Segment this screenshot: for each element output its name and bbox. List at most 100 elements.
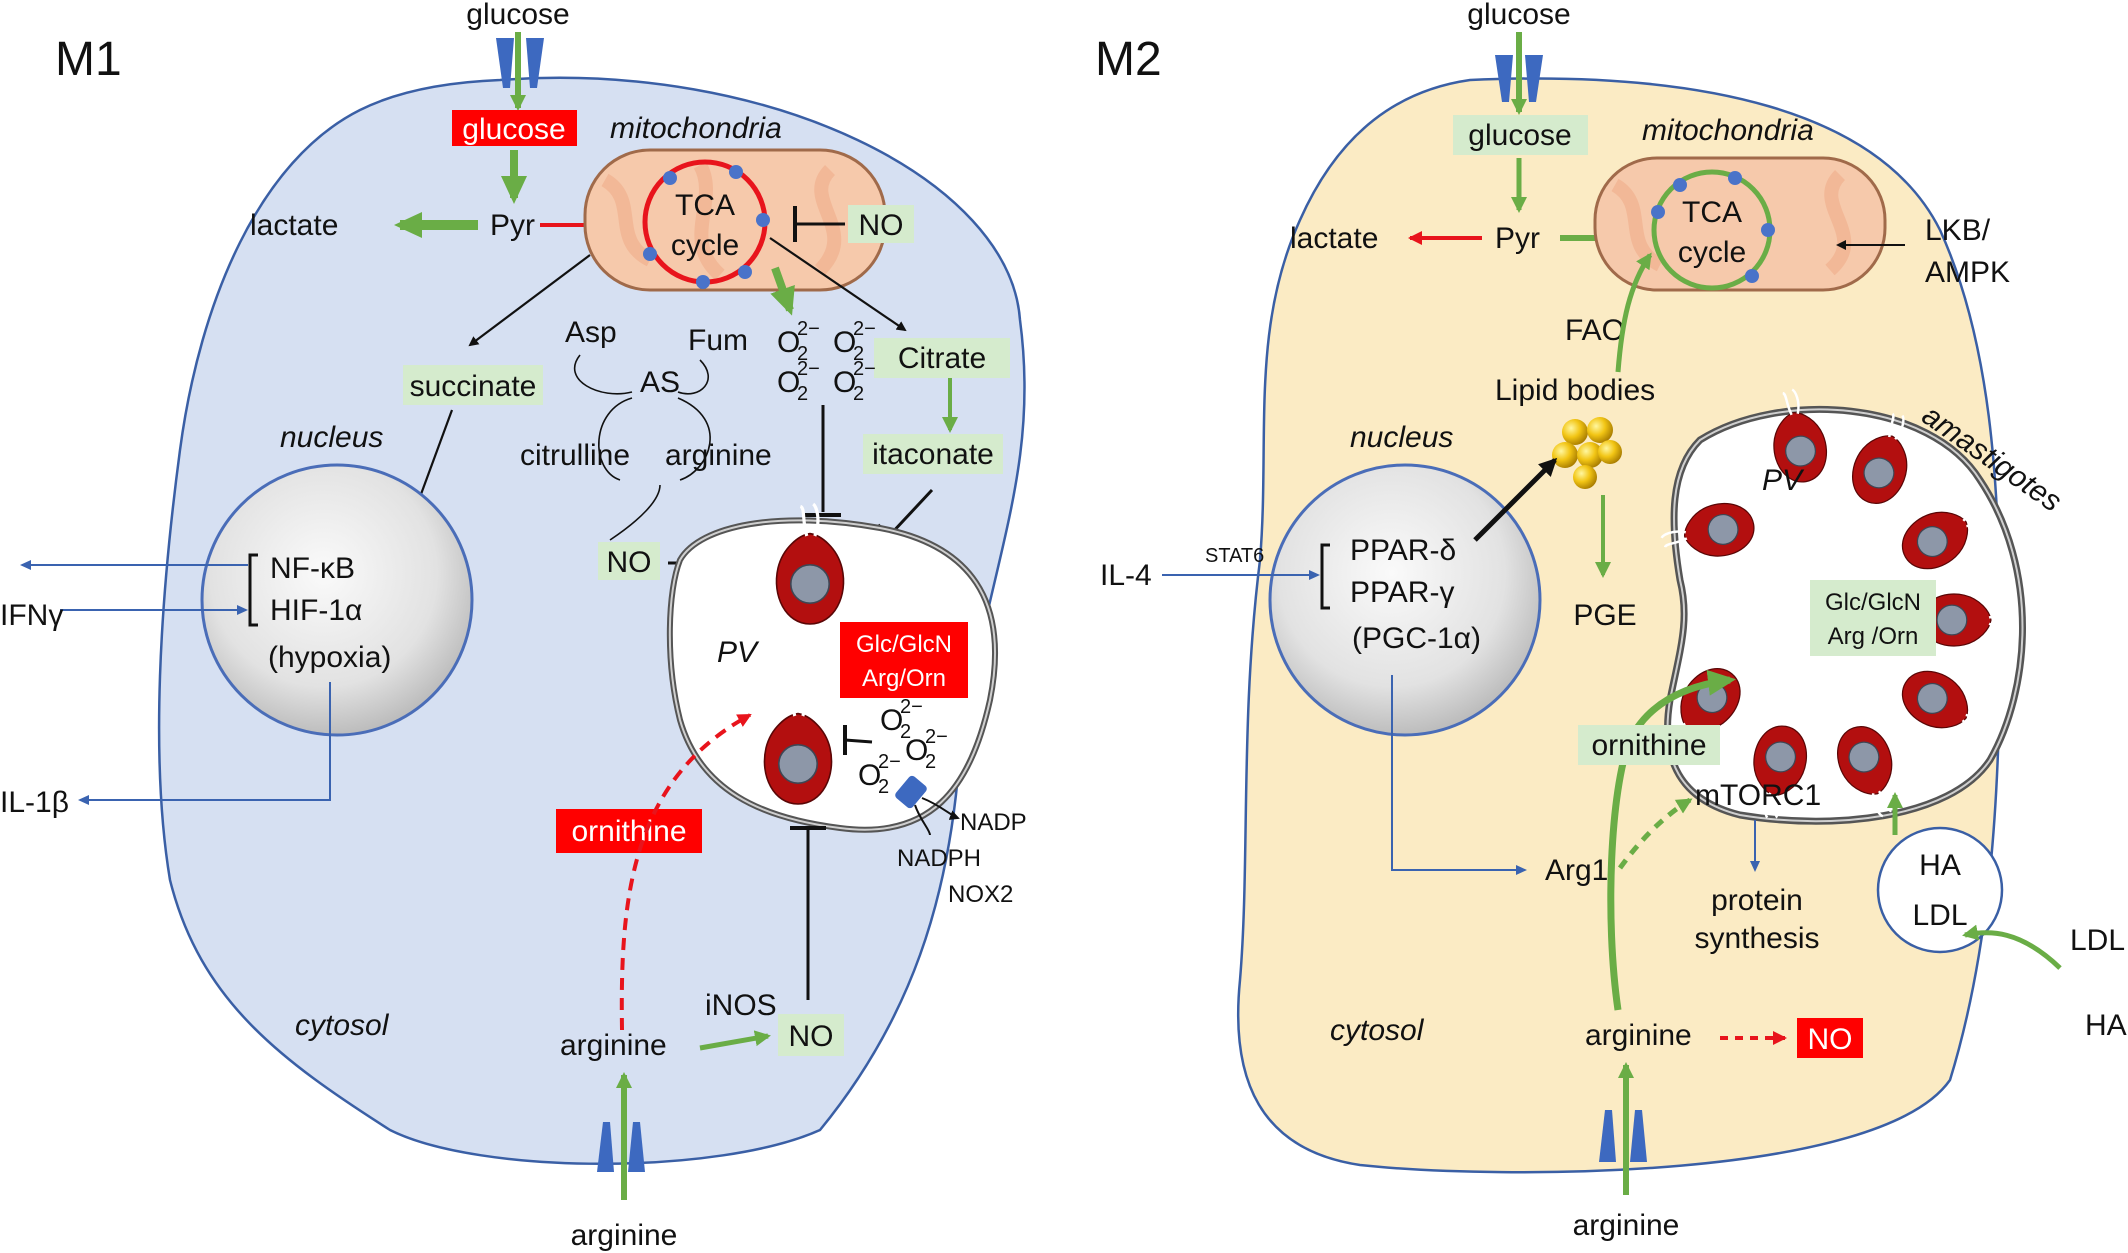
m1-itaconate: itaconate (872, 438, 994, 471)
svg-text:2: 2 (853, 383, 864, 405)
m1-hif: HIF-1α (270, 594, 362, 627)
m2-ha-out: HA (2085, 1009, 2127, 1042)
m2-mitochondria-label: mitochondria (1642, 114, 1814, 147)
m1-pv-label: PV (717, 636, 760, 669)
svg-text:O: O (880, 704, 903, 737)
m2-panel: M2 glucose glucose lactate Pyr mitochond… (1095, 0, 2127, 1242)
svg-text:2−: 2− (797, 358, 820, 380)
m1-arginine-transporter-icon (597, 1122, 645, 1172)
m2-lkb-line1: LKB/ (1925, 214, 1991, 247)
m2-arg1: Arg1 (1545, 854, 1608, 887)
m2-no-red: NO (1808, 1023, 1853, 1056)
svg-text:2−: 2− (925, 726, 948, 748)
svg-text:2: 2 (797, 343, 808, 365)
svg-text:2−: 2− (853, 358, 876, 380)
m1-asp: Asp (565, 316, 617, 349)
m1-parasitophorous-vacuole (666, 517, 999, 833)
m1-nfkb: NF-κB (270, 552, 355, 585)
m2-protein-line1: protein (1711, 884, 1803, 917)
svg-text:2: 2 (925, 751, 936, 773)
m2-pgc: (PGC-1α) (1352, 622, 1481, 655)
m2-pge: PGE (1573, 599, 1636, 632)
m2-stat6: STAT6 (1205, 545, 1264, 567)
m2-ldl-out: LDL (2070, 924, 2125, 957)
m2-cytosol: cytosol (1330, 1014, 1425, 1047)
m1-glucose-outside: glucose (466, 0, 569, 31)
svg-text:O: O (833, 366, 856, 399)
m1-cytosol: cytosol (295, 1009, 390, 1042)
m1-ornithine: ornithine (571, 815, 686, 848)
m2-lipid-droplets-icon (1552, 417, 1622, 489)
m1-inos: iNOS (705, 989, 777, 1022)
m2-il4: IL-4 (1100, 559, 1152, 592)
m2-glucose-box: glucose (1468, 119, 1571, 152)
m2-title: M2 (1095, 33, 1162, 86)
m2-ldl-in: LDL (1912, 899, 1967, 932)
m2-ornithine: ornithine (1591, 729, 1706, 762)
m1-pyr: Pyr (490, 209, 535, 242)
svg-text:2: 2 (878, 776, 889, 798)
m1-il1b: IL-1β (0, 786, 69, 819)
m1-nucleus-label: nucleus (280, 421, 383, 454)
m1-mitochondria-label: mitochondria (610, 112, 782, 145)
m1-panel: M1 glucose glucose lactate Pyr mitochond… (0, 0, 1027, 1252)
m2-mitochondrion (1593, 156, 1887, 292)
m1-arginine-low: arginine (560, 1029, 667, 1062)
m1-glucose-transporter-icon (496, 38, 544, 88)
m2-fao: FAO (1565, 314, 1625, 347)
m1-mitochondrion (583, 148, 887, 292)
m2-arginine-low: arginine (1585, 1019, 1692, 1052)
m2-protein-line2: synthesis (1694, 922, 1819, 955)
svg-text:O: O (905, 734, 928, 767)
svg-text:O: O (858, 759, 881, 792)
m2-tca-line1: TCA (1682, 196, 1742, 229)
m1-no-mid: NO (607, 546, 652, 579)
m1-nox2: NOX2 (948, 881, 1013, 908)
svg-text:2−: 2− (900, 696, 923, 718)
m2-lipid-bodies: Lipid bodies (1495, 374, 1655, 407)
m2-lkb-line2: AMPK (1925, 256, 2010, 289)
svg-text:2: 2 (797, 383, 808, 405)
svg-text:O: O (833, 326, 856, 359)
m1-citrate: Citrate (898, 342, 986, 375)
m1-hypoxia: (hypoxia) (268, 641, 391, 674)
m2-ha-in: HA (1919, 849, 1961, 882)
m1-tca-line2: cycle (671, 229, 739, 262)
svg-text:2: 2 (900, 721, 911, 743)
m1-nadph: NADPH (897, 845, 981, 872)
m1-no-top: NO (859, 209, 904, 242)
m2-cell (1236, 77, 2002, 1174)
m1-arginine-mid: arginine (665, 439, 772, 472)
svg-text:2−: 2− (853, 318, 876, 340)
svg-text:2−: 2− (878, 751, 901, 773)
m1-no-low: NO (789, 1020, 834, 1053)
m1-superoxide-cluster-top: O 2 2− O 2 2− O 2 2− O 2 2− (777, 318, 876, 405)
m2-glucose-transporter-icon (1495, 55, 1543, 102)
m1-nadp: NADP (960, 809, 1027, 836)
m2-pv-label: PV (1762, 464, 1805, 497)
m1-nox2-icon (895, 775, 927, 809)
m1-succinate: succinate (410, 370, 537, 403)
svg-text:O: O (777, 326, 800, 359)
m2-glc-line2: Arg /Orn (1828, 623, 1919, 650)
svg-text:O: O (777, 366, 800, 399)
m1-lactate: lactate (250, 209, 338, 242)
m2-glucose-outside: glucose (1467, 0, 1570, 31)
m1-glc-line2: Arg/Orn (862, 665, 946, 692)
svg-text:2: 2 (853, 343, 864, 365)
m2-pyr: Pyr (1495, 222, 1540, 255)
m2-arginine-transporter-icon (1599, 1110, 1647, 1162)
m2-lactate: lactate (1290, 222, 1378, 255)
m1-arginine-outside: arginine (571, 1219, 678, 1252)
m2-glc-line1: Glc/GlcN (1825, 589, 1921, 616)
m1-fum: Fum (688, 324, 748, 357)
m2-nucleus-label: nucleus (1350, 421, 1453, 454)
m1-citrulline: citrulline (520, 439, 630, 472)
m2-arginine-outside: arginine (1573, 1209, 1680, 1242)
m2-pparg: PPAR-γ (1350, 576, 1454, 609)
m1-glucose-box: glucose (462, 113, 565, 146)
m2-tca-line2: cycle (1678, 236, 1746, 269)
m1-title: M1 (55, 33, 122, 86)
m1-superoxide-cluster-pv: O 2 2− O 2 2− O 2 2− (858, 696, 948, 798)
